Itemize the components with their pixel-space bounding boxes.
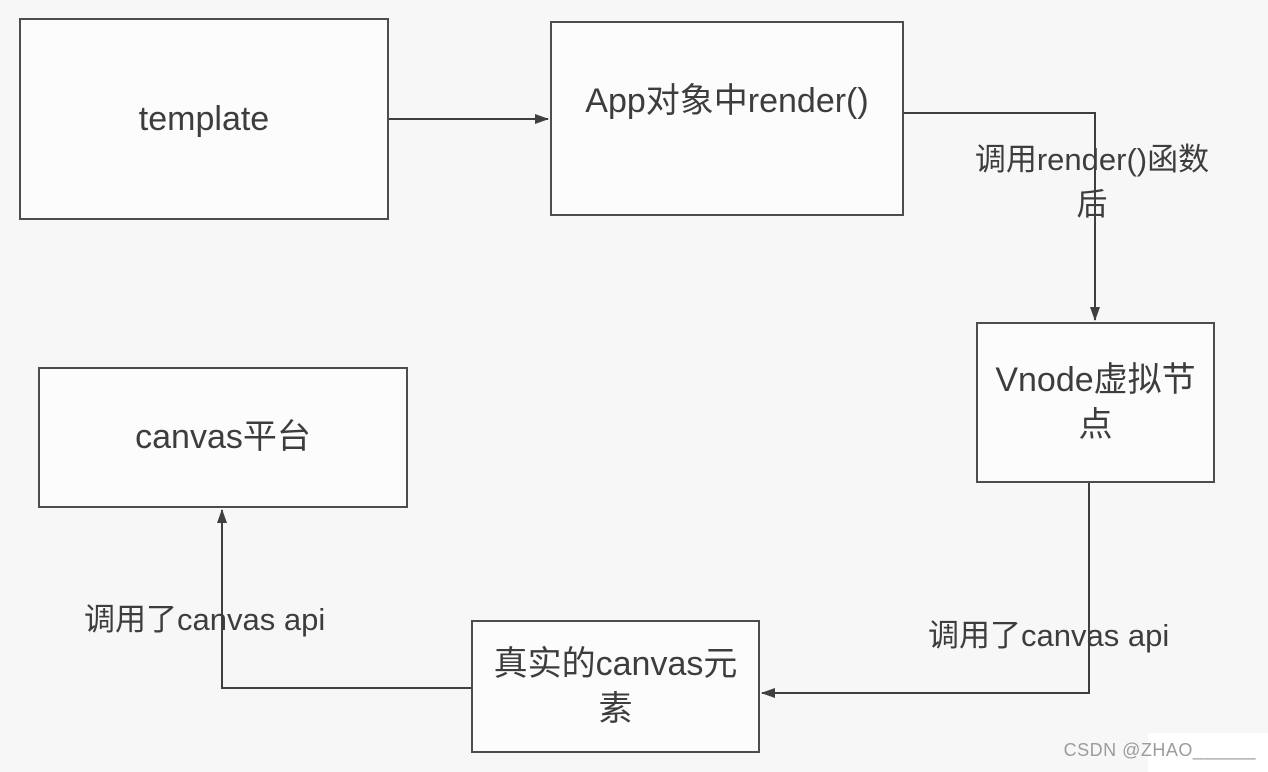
node-real-canvas: 真实的canvas元素 <box>471 620 760 753</box>
node-app-render: App对象中render() <box>550 21 904 216</box>
node-vnode-label: Vnode虚拟节点 <box>995 360 1196 444</box>
node-template-label: template <box>138 99 270 138</box>
node-real-canvas-label: 真实的canvas元素 <box>493 644 738 728</box>
node-template: template <box>19 18 389 220</box>
node-canvas-platform: canvas平台 <box>38 367 408 508</box>
node-canvas-platform-label: canvas平台 <box>135 418 311 457</box>
edge-vnode-to-real-canvas <box>761 483 1090 698</box>
edge-label-canvas-api-right: 调用了canvas api <box>928 618 1170 653</box>
watermark: CSDN @ZHAO______ <box>1063 740 1256 760</box>
node-vnode: Vnode虚拟节点 <box>976 322 1215 483</box>
node-app-render-label: App对象中render() <box>585 82 869 120</box>
edge-label-after-render: 调用render()函数后 <box>974 142 1210 222</box>
edge-label-canvas-api-left: 调用了canvas api <box>84 602 326 637</box>
watermark-background <box>1148 733 1268 772</box>
